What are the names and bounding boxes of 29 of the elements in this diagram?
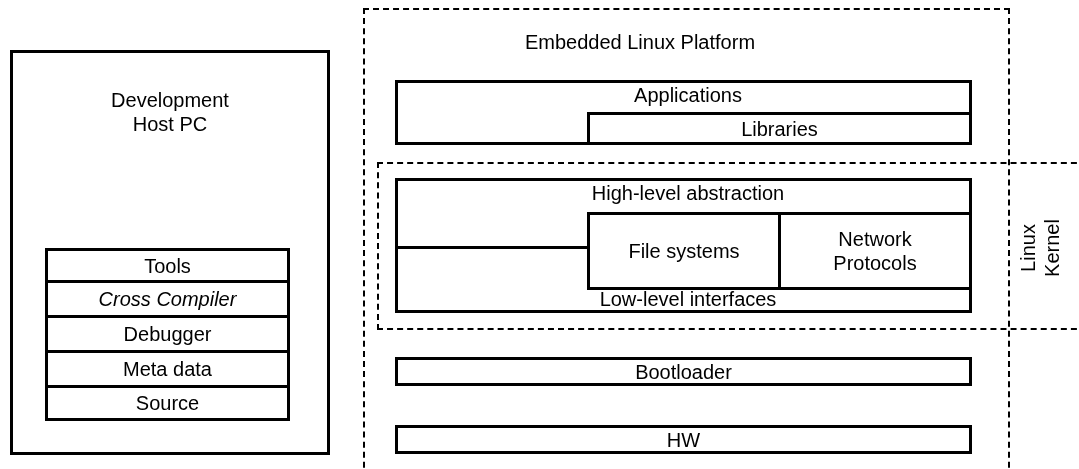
layer-label: Embedded Linux Platform xyxy=(523,30,757,54)
layer-box xyxy=(45,385,290,421)
layer-box xyxy=(45,280,290,318)
layer-label: Debugger xyxy=(122,322,213,346)
layer-box xyxy=(395,425,972,454)
layer-label: High-level abstraction xyxy=(590,181,786,205)
layer-box xyxy=(778,212,972,290)
layer-box xyxy=(587,112,972,145)
layer-label: Low-level interfaces xyxy=(598,287,778,311)
layer-box xyxy=(395,80,972,145)
layer-label: Network Protocols xyxy=(832,227,918,275)
layer-box xyxy=(587,212,781,290)
dashed-group-box xyxy=(377,162,1079,330)
host-box xyxy=(10,50,330,455)
layer-label: Tools xyxy=(143,253,192,278)
layer-label: Bootloader xyxy=(634,359,733,384)
layer-box xyxy=(45,350,290,388)
layer-box xyxy=(395,357,972,386)
layer-label: Applications xyxy=(633,83,743,107)
layer-label: Cross Compiler xyxy=(97,287,238,311)
layer-label: File systems xyxy=(627,239,741,263)
layer-label: Meta data xyxy=(122,357,213,381)
layer-label: HW xyxy=(665,427,702,452)
layer-label: Source xyxy=(134,391,201,415)
layer-label: Development Host PC xyxy=(110,88,230,136)
layer-box xyxy=(45,315,290,353)
side-label: Linux Kernel xyxy=(1016,218,1064,279)
layer-box xyxy=(395,178,972,313)
layer-label: Libraries xyxy=(740,116,819,141)
